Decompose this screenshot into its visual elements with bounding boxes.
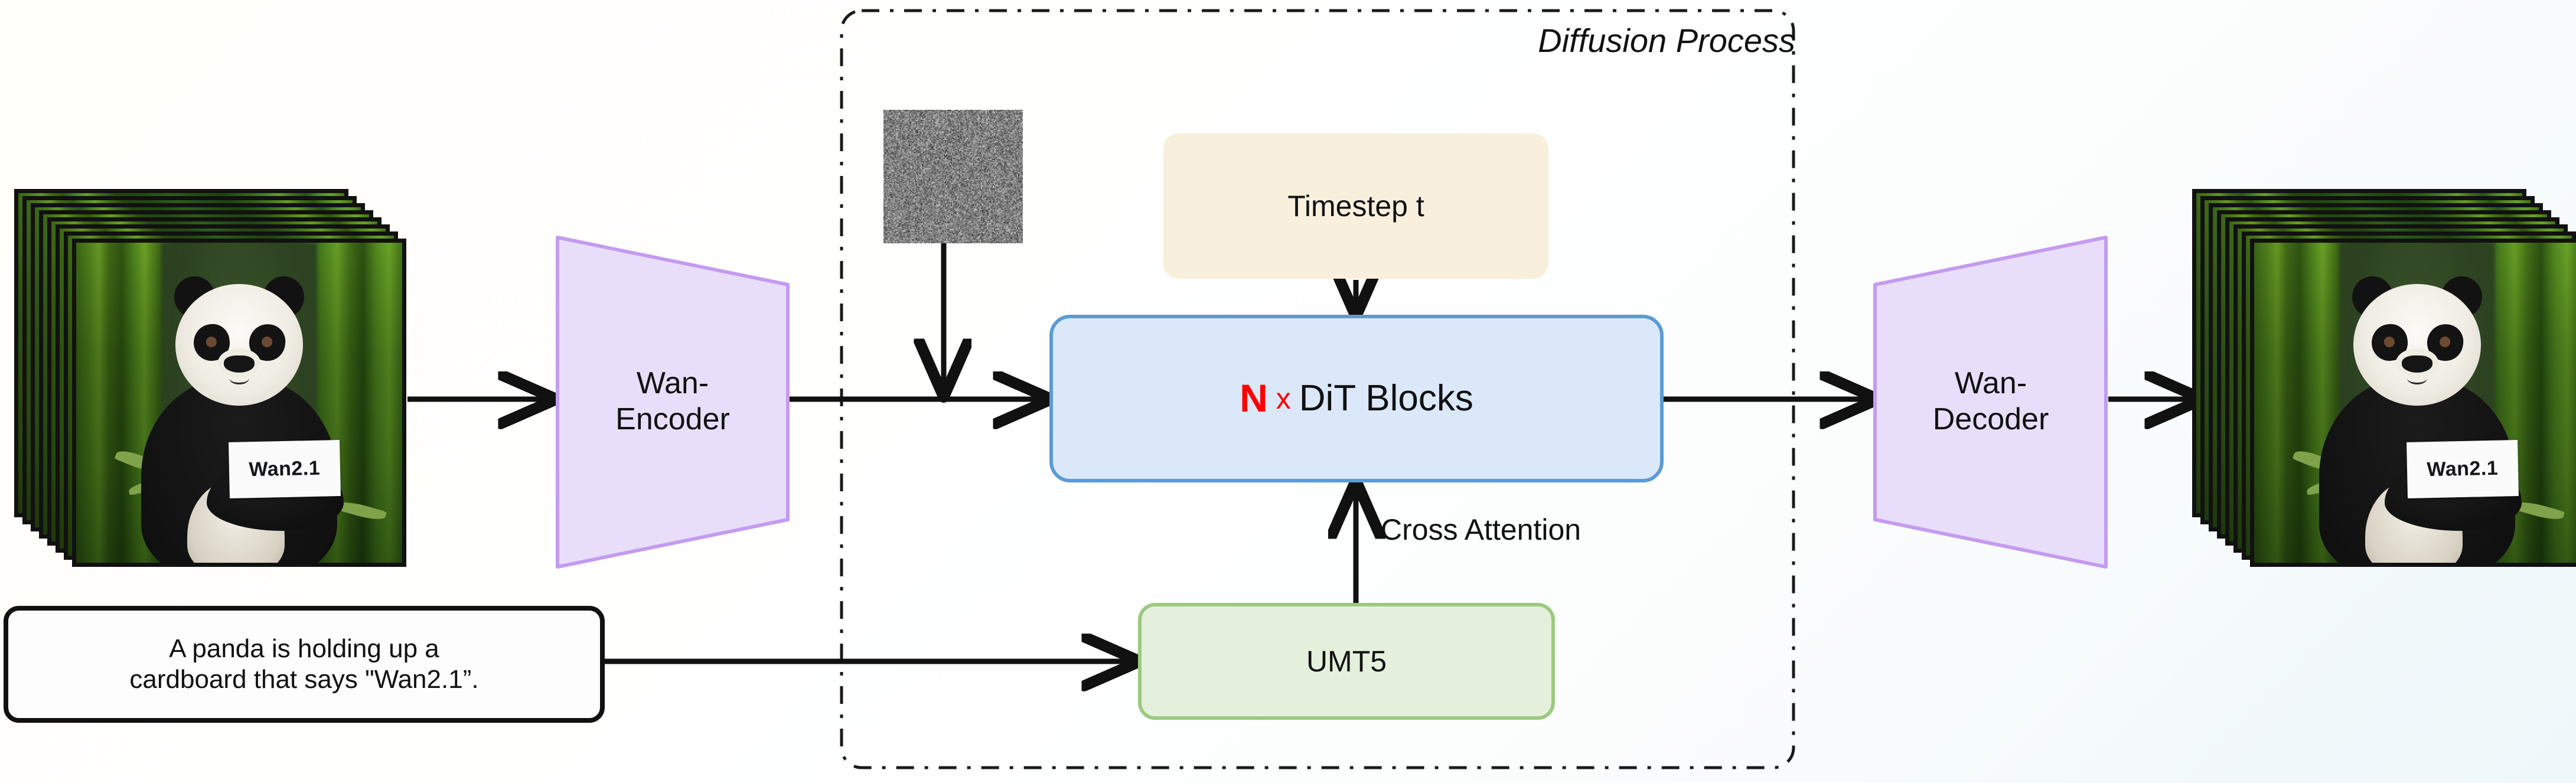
input-video-frames: Wan2.1 — [14, 189, 410, 567]
wan-encoder-label: Wan- Encoder — [557, 307, 788, 496]
prompt-line-2: cardboard that says "Wan2.1”. — [129, 665, 479, 694]
output-video-frames: Wan2.1 — [2192, 189, 2576, 567]
diffusion-process-boundary — [840, 9, 1795, 769]
panda-sign-input: Wan2.1 — [229, 440, 341, 498]
wan-decoder-label: Wan- Decoder — [1876, 307, 2106, 496]
dit-blocks-label: N x DiT Blocks — [1051, 317, 1662, 481]
dit-times-symbol: x — [1276, 381, 1291, 415]
wan-encoder-line-1: Wan- — [636, 366, 709, 400]
output-frame-front: Wan2.1 — [2250, 239, 2576, 567]
prompt-text-block: A panda is holding up a cardboard that s… — [6, 608, 602, 720]
umt5-label: UMT5 — [1306, 644, 1387, 678]
dit-blocks-text: DiT Blocks — [1299, 378, 1473, 419]
diffusion-process-label: Diffusion Process — [1538, 22, 1795, 59]
cross-attention-label: Cross Attention — [1381, 513, 1582, 546]
prompt-line-1: A panda is holding up a — [169, 634, 439, 664]
gaussian-noise-patch — [883, 110, 1023, 243]
wan-encoder-line-2: Encoder — [615, 402, 730, 436]
wan-decoder-line-2: Decoder — [1932, 402, 2049, 436]
wan-decoder-line-1: Wan- — [1954, 366, 2027, 400]
prompt-box — [4, 606, 605, 723]
timestep-box — [1163, 133, 1548, 279]
input-frame-front: Wan2.1 — [72, 239, 406, 567]
panda-sign-output: Wan2.1 — [2407, 440, 2519, 498]
wan-decoder-shape — [1873, 236, 2108, 569]
umt5-box — [1138, 603, 1555, 720]
dit-multiplier-n: N — [1240, 376, 1268, 420]
timestep-label: Timestep t — [1287, 189, 1424, 223]
dit-blocks-box — [1049, 315, 1664, 482]
wan-encoder-shape — [556, 236, 790, 569]
